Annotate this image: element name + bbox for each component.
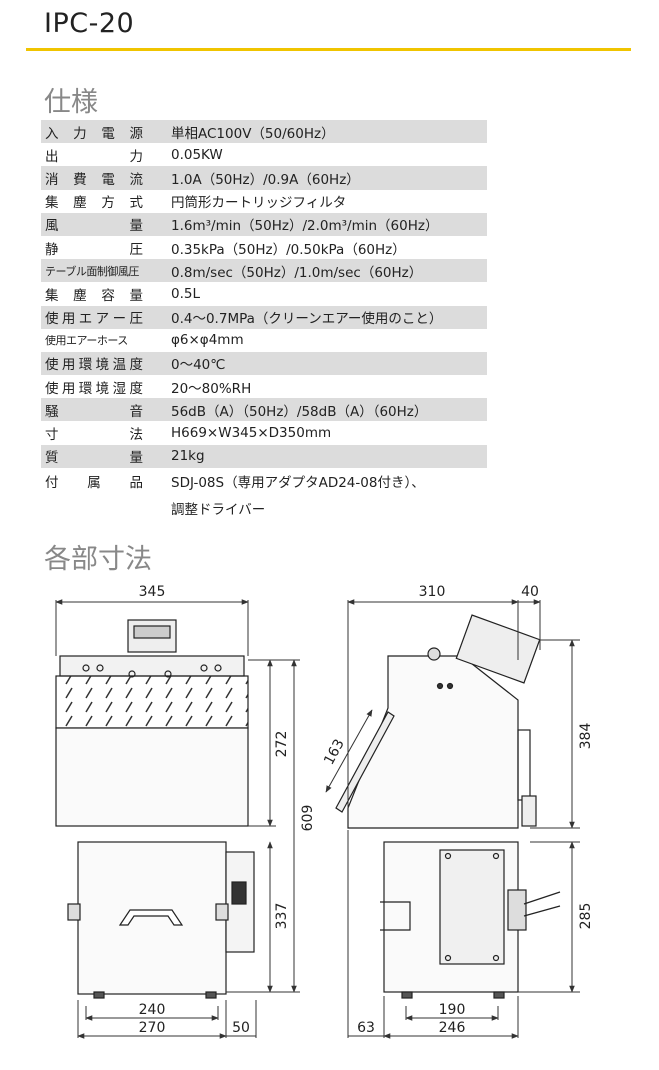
dimension-drawing: 345 272 609 337 240 270 50 — [55, 584, 594, 1039]
spec-label: 使用エアーホース — [45, 334, 128, 348]
spec-row: 付属品 SDJ-08S（専用アダプタAD24-08付き）、調整ドライバー — [41, 468, 487, 518]
dim-front-base-width: 270 — [139, 1020, 166, 1036]
dim-side-depth: 310 — [419, 584, 446, 600]
spec-value: SDJ-08S（専用アダプタAD24-08付き）、 — [171, 474, 425, 491]
spec-row: 使用環境温度 0〜40℃ — [41, 351, 487, 376]
spec-value: H669×W345×D350mm — [171, 425, 332, 442]
spec-row: 質量 21kg — [41, 444, 487, 468]
spec-value: 単相AC100V（50/60Hz） — [171, 125, 335, 142]
spec-label: 騒音 — [45, 403, 143, 420]
spec-value-line2: 調整ドライバー — [171, 501, 266, 518]
dimensions-heading: 各部寸法 — [44, 544, 152, 575]
spec-row: 入力電源 単相AC100V（50/60Hz） — [41, 120, 487, 144]
spec-label: 使用環境湿度 — [45, 380, 143, 397]
spec-heading: 仕様 — [44, 87, 98, 118]
spec-label: 集塵容量 — [45, 287, 143, 304]
spec-label: 集塵方式 — [45, 195, 143, 212]
spec-row: 出力 0.05KW — [41, 143, 487, 166]
spec-label: テーブル面制御風圧 — [45, 264, 139, 278]
dim-front-total-height: 609 — [300, 805, 316, 832]
dim-side-lower-height: 285 — [578, 903, 594, 930]
spec-row: 消費電流 1.0A（50Hz）/0.9A（60Hz） — [41, 166, 487, 190]
dim-side-offset: 63 — [357, 1020, 375, 1036]
spec-label: 風量 — [45, 218, 143, 235]
spec-value: 56dB（A）（50Hz）/58dB（A）（60Hz） — [171, 403, 428, 420]
dim-side-knob: 40 — [521, 584, 539, 600]
spec-row: 使用エアー圧 0.4〜0.7MPa（クリーンエアー使用のこと） — [41, 305, 487, 329]
dim-front-width: 345 — [139, 584, 166, 600]
side-dimensions — [325, 599, 580, 1039]
spec-label: 入力電源 — [45, 125, 143, 142]
spec-row: 使用エアーホース φ6×φ4mm — [41, 329, 487, 352]
spec-value: 0.05KW — [171, 146, 223, 163]
spec-value: 1.6m³/min（50Hz）/2.0m³/min（60Hz） — [171, 218, 439, 235]
dim-front-upper-height: 272 — [274, 731, 290, 758]
spec-row: 集塵方式 円筒形カートリッジフィルタ — [41, 190, 487, 213]
spec-value: 円筒形カートリッジフィルタ — [171, 195, 347, 212]
spec-value: 21kg — [171, 448, 205, 465]
title-divider — [26, 48, 631, 51]
side-view — [335, 614, 561, 999]
spec-row: 騒音 56dB（A）（50Hz）/58dB（A）（60Hz） — [41, 398, 487, 422]
spec-value: 20〜80%RH — [171, 380, 252, 397]
front-upper-body — [55, 727, 249, 827]
spec-label: 消費電流 — [45, 171, 143, 188]
spec-label: 使用環境温度 — [45, 357, 143, 374]
front-window — [55, 675, 249, 729]
spec-value: 1.0A（50Hz）/0.9A（60Hz） — [171, 171, 360, 188]
spec-value: 0.5L — [171, 285, 200, 302]
spec-row: テーブル面制御風圧 0.8m/sec（50Hz）/1.0m/sec（60Hz） — [41, 259, 487, 283]
front-dimensions — [55, 599, 300, 1039]
spec-label: 出力 — [45, 148, 143, 165]
spec-value: 0〜40℃ — [171, 357, 226, 374]
spec-row: 使用環境湿度 20〜80%RH — [41, 375, 487, 398]
dim-side-base-depth: 246 — [439, 1020, 466, 1036]
dim-front-offset: 50 — [232, 1020, 250, 1036]
spec-label: 静圧 — [45, 241, 143, 258]
front-view — [55, 619, 255, 999]
front-lower-cabinet — [77, 841, 227, 995]
spec-value: 0.35kPa（50Hz）/0.50kPa（60Hz） — [171, 241, 406, 258]
spec-label: 使用エアー圧 — [45, 311, 143, 328]
dim-side-upper-height: 384 — [578, 723, 594, 750]
dim-side-inner-depth: 190 — [439, 1002, 466, 1018]
dim-side-slope: 163 — [321, 737, 348, 768]
dim-front-inner-width: 240 — [139, 1002, 166, 1018]
spec-row: 集塵容量 0.5L — [41, 282, 487, 305]
dim-front-lower-height: 337 — [274, 903, 290, 930]
spec-table: 入力電源 単相AC100V（50/60Hz） 出力 0.05KW 消費電流 1.0A（50… — [41, 120, 487, 518]
spec-row: 風量 1.6m³/min（50Hz）/2.0m³/min（60Hz） — [41, 212, 487, 236]
spec-value: φ6×φ4mm — [171, 332, 244, 349]
spec-label: 質量 — [45, 450, 143, 467]
spec-label: 付属品 — [45, 474, 143, 491]
spec-label: 寸法 — [45, 427, 143, 444]
spec-row: 静圧 0.35kPa（50Hz）/0.50kPa（60Hz） — [41, 236, 487, 259]
model-title: IPC-20 — [44, 8, 135, 39]
spec-value: 0.4〜0.7MPa（クリーンエアー使用のこと） — [171, 311, 443, 328]
spec-row: 寸法 H669×W345×D350mm — [41, 421, 487, 444]
spec-value: 0.8m/sec（50Hz）/1.0m/sec（60Hz） — [171, 264, 423, 281]
